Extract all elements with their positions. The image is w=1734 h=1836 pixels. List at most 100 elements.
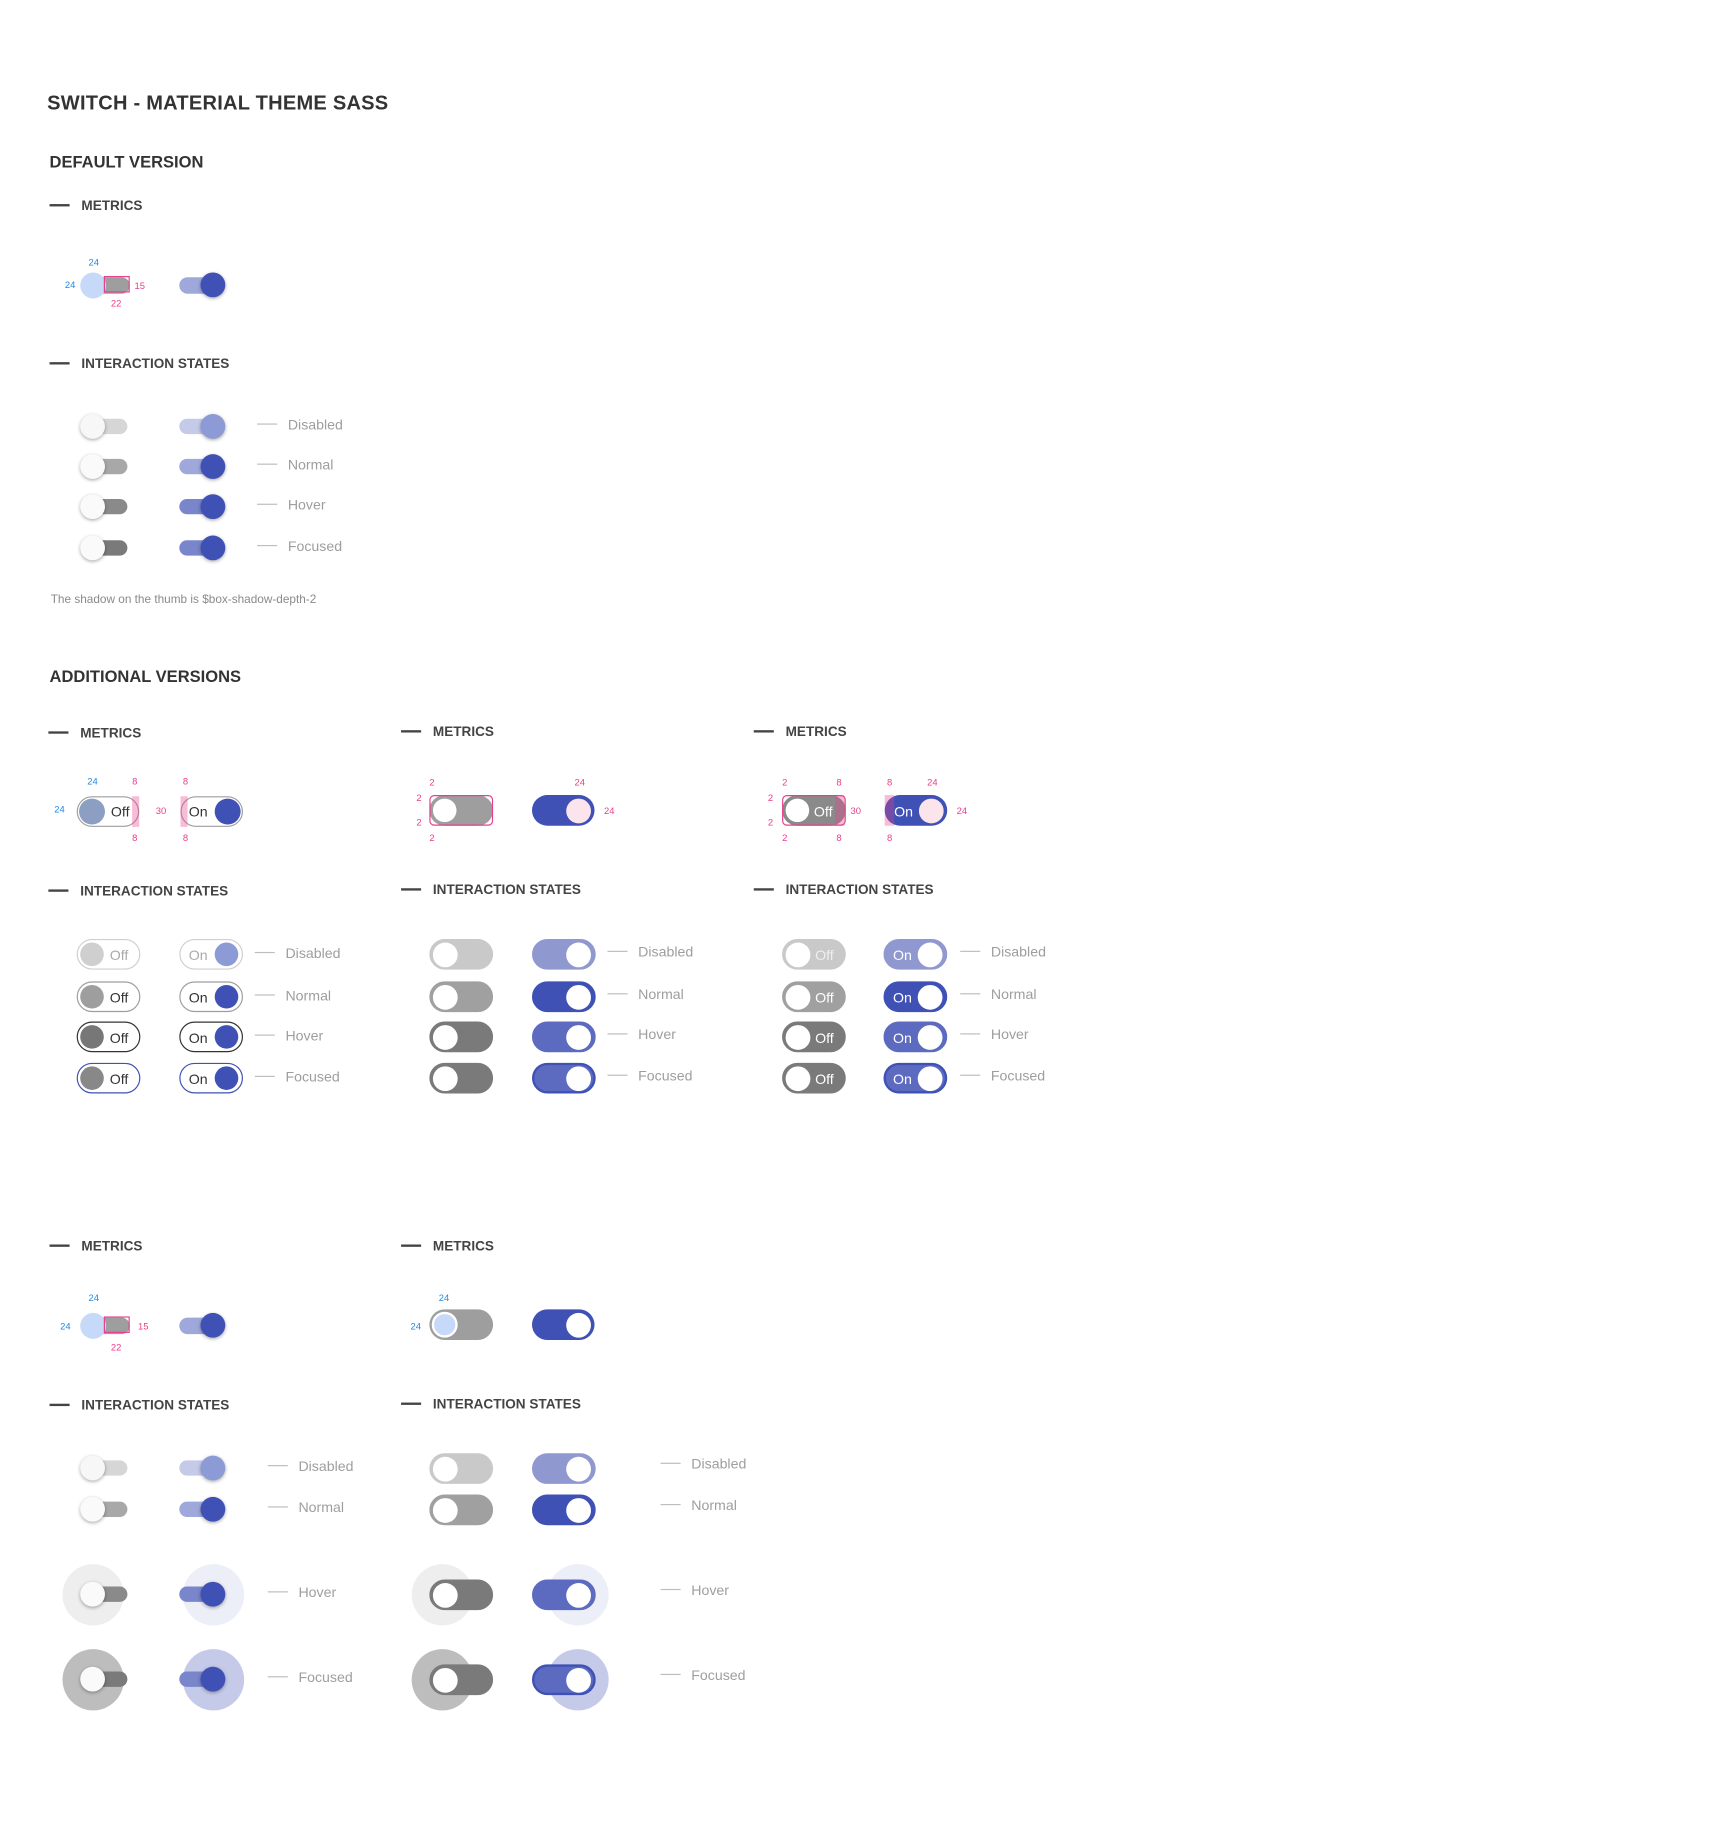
switch-on[interactable]: [531, 1579, 596, 1611]
switch-off[interactable]: Off: [76, 981, 141, 1013]
switch-thumb: [200, 414, 226, 439]
switch-thumb: [566, 1025, 591, 1050]
switch-off[interactable]: [80, 1666, 130, 1694]
col5-metric-thumb-off: [431, 1311, 458, 1338]
switch-off[interactable]: Off: [782, 1021, 846, 1053]
switch-off[interactable]: Off: [782, 938, 846, 970]
state-dash: [607, 951, 628, 953]
switch-off[interactable]: Off: [76, 1021, 141, 1053]
dim-label: 2: [416, 792, 422, 804]
switch-thumb: [200, 1496, 226, 1522]
switch-on[interactable]: On: [179, 981, 243, 1013]
state-label-text: Hover: [990, 1026, 1029, 1043]
switch-on[interactable]: [177, 1581, 227, 1609]
state-dash: [960, 951, 981, 953]
switch-on[interactable]: On: [179, 938, 243, 970]
state-label-text: Hover: [287, 496, 326, 514]
switch-off[interactable]: [429, 1579, 494, 1611]
switch-on[interactable]: [531, 1494, 596, 1526]
heading-dash: [753, 888, 774, 891]
states-heading: INTERACTION STATES: [49, 357, 230, 372]
switch-off[interactable]: [80, 534, 130, 562]
switch-thumb: [80, 1455, 105, 1481]
state-dash: [254, 1076, 275, 1078]
dim-label: 2: [782, 777, 788, 788]
switch-thumb: [80, 942, 104, 967]
metric-label-track-w: 22: [110, 298, 122, 310]
switch-on[interactable]: On: [883, 1021, 948, 1053]
switch-off[interactable]: [80, 1454, 130, 1482]
dim-label: 24: [603, 805, 615, 817]
switch-thumb: [80, 454, 105, 479]
dim-label: 8: [182, 832, 189, 844]
switch-on[interactable]: [177, 1666, 227, 1694]
col5-metrics-text: METRICS: [432, 1239, 494, 1254]
dim-label: 2: [767, 792, 774, 804]
state-dash: [267, 1591, 288, 1593]
switch-off[interactable]: Off: [782, 981, 846, 1013]
switch-off[interactable]: [429, 1021, 494, 1053]
switch-text-off: Off: [110, 803, 130, 820]
switch-off[interactable]: [429, 938, 494, 970]
switch-on[interactable]: [531, 981, 596, 1013]
switch-thumb: [566, 1066, 591, 1092]
state-label-text: Hover: [285, 1027, 324, 1044]
state-label-text: Hover: [691, 1581, 730, 1599]
state-dash: [607, 1075, 628, 1077]
col4-metrics-heading: METRICS: [49, 1239, 143, 1254]
state-label: Normal: [607, 986, 684, 1003]
switch-on[interactable]: [177, 453, 227, 481]
col4-metrics-text: METRICS: [81, 1239, 143, 1254]
switch-text-on: On: [894, 803, 914, 820]
switch-on[interactable]: On: [883, 981, 948, 1013]
switch-on[interactable]: On: [179, 1021, 243, 1053]
switch-on[interactable]: [177, 1496, 227, 1524]
state-label-text: Normal: [638, 986, 684, 1003]
col3-states-text: INTERACTION STATES: [785, 883, 934, 898]
state-label-text: Normal: [691, 1496, 737, 1514]
switch-off[interactable]: [80, 1581, 130, 1609]
state-label-text: Disabled: [638, 943, 694, 961]
col4-metric-thumb-on: [200, 1312, 226, 1338]
switch-on[interactable]: On: [883, 938, 948, 970]
switch-on[interactable]: On: [179, 1062, 243, 1094]
switch-text-off: Off: [815, 989, 834, 1007]
switch-off[interactable]: Off: [76, 1062, 141, 1094]
switch-off[interactable]: [429, 981, 494, 1013]
switch-thumb: [432, 1025, 458, 1050]
switch-off[interactable]: Off: [76, 938, 141, 970]
switch-on[interactable]: [177, 1454, 227, 1482]
switch-on[interactable]: On: [883, 1062, 948, 1094]
state-label: Focused: [960, 1067, 1046, 1085]
dim-label: 8: [182, 776, 189, 787]
metrics-heading-text: METRICS: [81, 199, 143, 214]
dim-label: 8: [887, 832, 893, 844]
switch-on[interactable]: [531, 1021, 596, 1053]
switch-thumb-highlight: [80, 272, 107, 299]
switch-off[interactable]: [429, 1494, 494, 1526]
dim-label: 8: [887, 777, 893, 788]
switch-off[interactable]: [429, 1664, 494, 1696]
state-label: Hover: [257, 496, 326, 514]
switch-on[interactable]: [177, 534, 227, 562]
switch-thumb: [200, 535, 226, 561]
switch-off[interactable]: [80, 413, 130, 441]
metric-padding-box: [180, 796, 188, 827]
switch-on[interactable]: [531, 938, 596, 970]
state-label: Disabled: [254, 945, 341, 961]
switch-on[interactable]: [531, 1453, 596, 1484]
switch-on[interactable]: [531, 1062, 596, 1094]
switch-off[interactable]: [429, 1062, 494, 1094]
switch-off[interactable]: [80, 493, 130, 521]
switch-on[interactable]: [177, 493, 227, 521]
state-label: Disabled: [267, 1458, 354, 1475]
switch-thumb: [214, 1025, 239, 1049]
switch-on[interactable]: [177, 413, 227, 441]
dim-label: 30: [155, 805, 167, 817]
switch-on[interactable]: [531, 1664, 596, 1696]
switch-off[interactable]: Off: [782, 1062, 846, 1094]
state-label-text: Focused: [990, 1067, 1046, 1085]
switch-off[interactable]: [80, 453, 130, 481]
switch-off[interactable]: [80, 1496, 130, 1524]
switch-off[interactable]: [429, 1453, 494, 1484]
